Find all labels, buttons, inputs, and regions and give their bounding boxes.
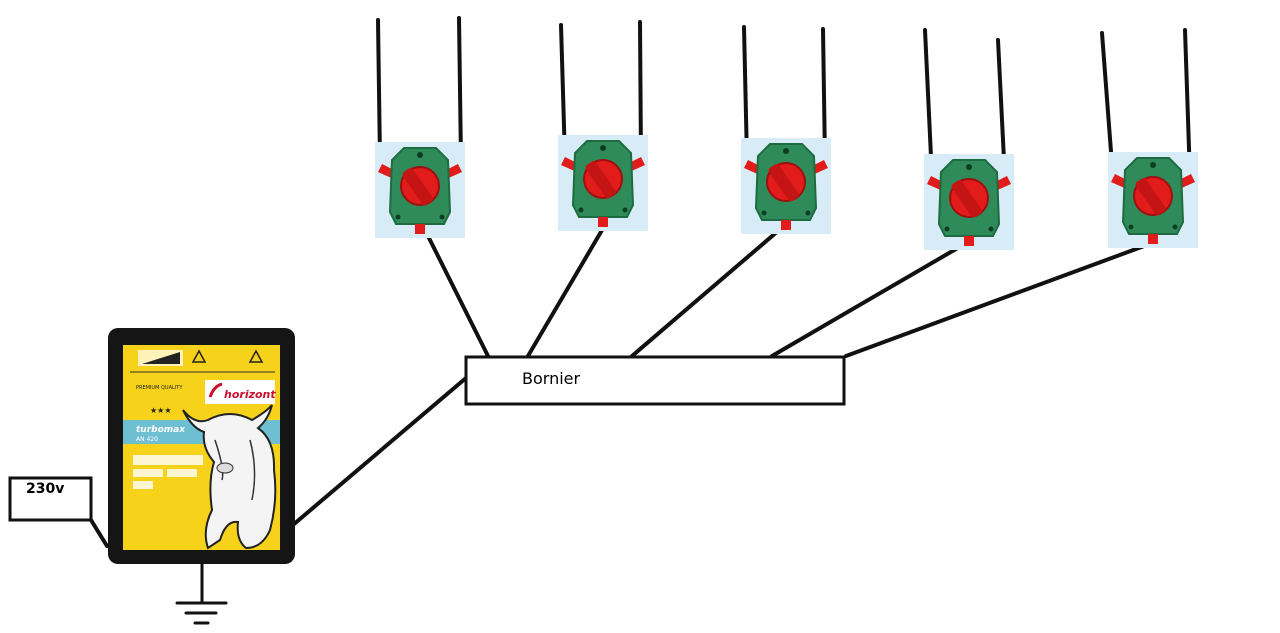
energizer-stars: ★★★ <box>150 406 172 415</box>
energizer-brand: horizont <box>224 388 276 401</box>
warning-icon <box>191 349 264 363</box>
power-box <box>8 476 93 522</box>
lead-3-left <box>742 25 749 162</box>
lead-1-right <box>457 16 463 162</box>
energizer: PREMIUM QUALITY horizont ★★★ turbomax AN… <box>108 328 295 564</box>
bornier-wires <box>423 223 1157 358</box>
switch-2 <box>557 134 649 232</box>
bull-icon <box>182 404 277 550</box>
bornier-box <box>464 355 846 406</box>
lead-1-left <box>376 18 382 162</box>
wire-switch-4 <box>770 240 970 358</box>
wire-switch-2 <box>526 223 607 358</box>
ground-symbol-icon <box>175 560 228 625</box>
energizer-tagline: PREMIUM QUALITY <box>136 385 183 391</box>
wire-switch-3 <box>630 223 787 358</box>
wire-energizer-bornier <box>285 376 468 532</box>
bornier-label: Bornier <box>522 369 581 388</box>
switch-4 <box>923 153 1015 251</box>
power-label: 230v <box>26 481 65 497</box>
energizer-model-sub: AN 420 <box>136 436 158 443</box>
switch-1 <box>374 141 466 239</box>
energizer-model: turbomax <box>136 425 186 435</box>
wire-switch-1 <box>423 228 490 358</box>
switch-3 <box>740 137 832 235</box>
lead-4-left <box>923 28 934 180</box>
wire-switch-5 <box>844 240 1157 358</box>
switch-5 <box>1107 151 1199 249</box>
